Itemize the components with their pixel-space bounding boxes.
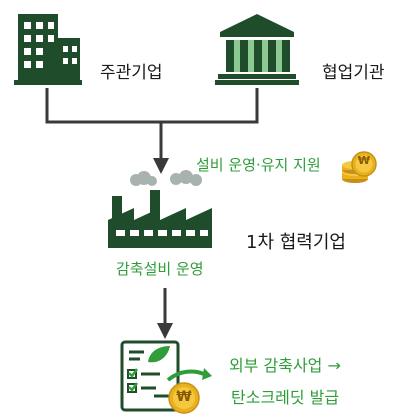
reduction-label: 감축설비 운영 [116, 260, 204, 278]
won-coin-icon: ₩ [168, 382, 200, 414]
checklist-document-icon [120, 340, 216, 414]
outcome-line1: 외부 감축사업 → [229, 356, 341, 375]
office-building-icon [12, 10, 84, 86]
main-company-label: 주관기업 [100, 63, 163, 83]
won-symbol: ₩ [357, 154, 371, 167]
support-label: 설비 운영·유지 지원 [196, 156, 321, 174]
factory-icon [106, 170, 218, 250]
won-symbol-bottom: ₩ [176, 389, 192, 405]
cooperating-org-label: 협업기관 [322, 63, 385, 83]
institution-building-icon [214, 12, 300, 86]
outcome-line2: 탄소크레딧 발급 [231, 388, 340, 407]
won-coin-stack-icon: ₩ [339, 148, 379, 186]
partner-company-label: 1차 협력기업 [246, 232, 346, 253]
